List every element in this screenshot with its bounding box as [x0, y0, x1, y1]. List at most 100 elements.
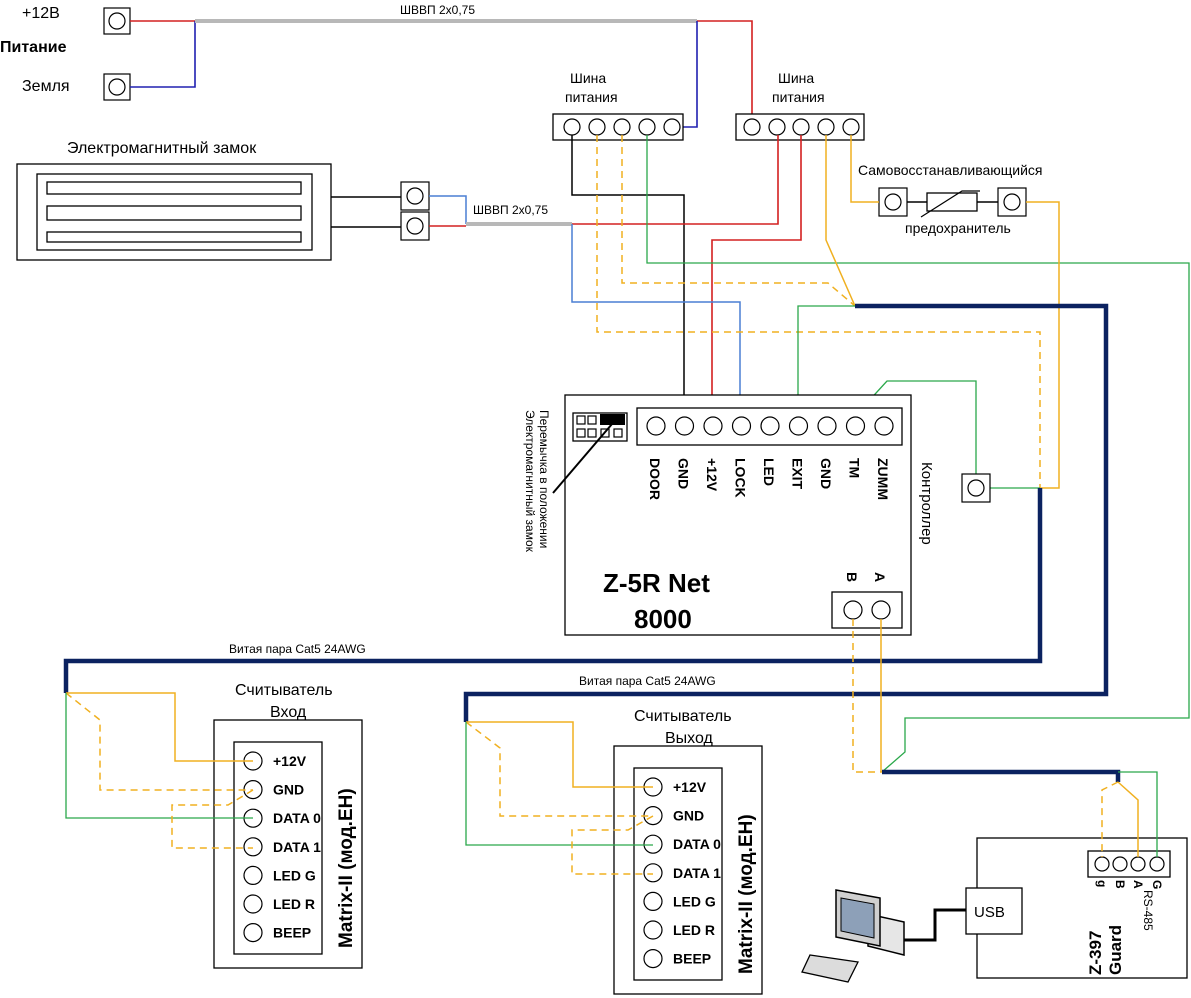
bus-left-label-2: питания [565, 89, 618, 105]
terminal-screw [406, 217, 424, 235]
terminal-screw [406, 187, 424, 205]
guard-name-2: Guard [1106, 925, 1125, 975]
guard-name-1: Z-397 [1086, 931, 1105, 975]
guard-rs485-label: RS-485 [1141, 890, 1155, 931]
controller-pin-terminal [646, 416, 666, 436]
terminal-screw [843, 600, 863, 620]
wire-blue [429, 195, 467, 224]
electromagnetic-lock: Электромагнитный замок [16, 140, 332, 261]
controller-pin-label: +12V [704, 458, 720, 492]
reader-out-pin-label: DATA 0 [673, 836, 721, 852]
wire-red [697, 20, 753, 125]
controller-pin-label: DOOR [647, 458, 663, 500]
terminal-screw [817, 118, 835, 136]
guard-pin-g: g [1095, 880, 1109, 887]
jumper-pointer [552, 423, 613, 494]
reader-in-pin-terminal [243, 894, 263, 914]
power-plus12-label: +12В [22, 5, 60, 22]
wire-yellow-dashed [621, 135, 856, 307]
wire-yellow-dashed [171, 789, 254, 849]
wire-red [572, 135, 779, 225]
jumper-label-1: Перемычка в положении [537, 410, 551, 548]
terminal-screw [1130, 856, 1146, 872]
controller-pin-label: GND [676, 458, 692, 489]
wire-green [465, 722, 653, 846]
jumper-pin [576, 415, 586, 425]
computer-icon [801, 889, 966, 983]
z397-guard: USB g B A G RS-485 Guard Z-397 [965, 837, 1188, 979]
terminal-screw [613, 118, 631, 136]
power-supply: +12В Питание Земля [0, 5, 131, 101]
wire-black [571, 135, 685, 416]
terminal-screw [884, 193, 902, 211]
wire-yellow [850, 135, 879, 203]
terminal-screw [1003, 193, 1021, 211]
reader-out-pin-terminal [643, 891, 663, 912]
reader-out-pin-label: GND [673, 808, 704, 824]
computer-screen [840, 897, 875, 939]
controller-name-2: 8000 [634, 604, 692, 634]
reader-out-pin-terminal [643, 920, 663, 940]
wire-green [1118, 771, 1158, 857]
reader-in-pin-label: BEEP [273, 925, 311, 941]
reader-out-pin-label: LED G [673, 893, 716, 909]
cable-cat5-out-label: Витая пара Cat5 24AWG [579, 674, 716, 688]
wire-yellow-dashed [465, 721, 653, 817]
guard-usb-port [965, 887, 1023, 935]
jumper-pin [587, 428, 597, 438]
controller-pin-terminal [845, 416, 866, 436]
power-ground-label: Земля [22, 78, 70, 95]
controller-ab-block [831, 591, 903, 629]
cable-cat5-in [63, 488, 1043, 693]
reader-in-pin-terminal [243, 922, 263, 943]
reader-out-pin-label: +12V [673, 779, 707, 795]
terminal-screw [638, 118, 656, 136]
reader-in-title-2: Вход [270, 704, 307, 721]
wire-yellow-dashed [852, 619, 882, 773]
wire-yellow-dashed [596, 135, 1041, 488]
wire-blue [680, 21, 698, 128]
terminal-screw [663, 118, 681, 136]
reader-out-title-2: Выход [665, 730, 714, 747]
reader-out-pin-terminal [643, 948, 663, 969]
guard-pin-gnd: G [1150, 880, 1164, 889]
reader-in-pin-terminal [243, 837, 263, 857]
controller-pin-terminal [674, 416, 695, 436]
jumper-pin [613, 428, 623, 438]
wire-yellow [66, 692, 253, 762]
wire-yellow [1117, 781, 1139, 857]
reader-in-pin-label: GND [273, 782, 304, 798]
controller-pin-b: B [844, 572, 860, 582]
lock-core [46, 181, 302, 195]
reader-out-model: Matrix-II (мод.EH) [736, 814, 757, 974]
controller-pin-label: EXIT [790, 458, 806, 490]
reader-in-title-1: Считыватель [235, 682, 333, 699]
cable-rs485 [882, 769, 1121, 782]
reader-in-pin-terminal [243, 865, 263, 886]
resettable-fuse: Самовосстанавливающийся предохранитель [858, 162, 1043, 236]
terminal-screw [563, 118, 581, 136]
reader-out-title-1: Считыватель [634, 708, 732, 725]
lock-core [46, 231, 302, 243]
controller-name-1: Z-5R Net [603, 568, 710, 598]
terminal-screw [108, 78, 126, 96]
wire-yellow-dashed [571, 815, 654, 875]
terminal-screw [743, 118, 761, 136]
power-bus-left: Шина питания [552, 70, 684, 141]
usb-cable [900, 908, 966, 942]
wire-blue [571, 224, 741, 416]
lock-title: Электромагнитный замок [67, 140, 257, 157]
reader-in-pin-label: LED R [273, 896, 315, 912]
controller-pin-terminal [703, 416, 723, 436]
terminal-screw [1149, 856, 1165, 872]
wire-green [65, 693, 253, 819]
fuse-symbol [920, 190, 980, 218]
reader-out-pin-label: LED R [673, 922, 715, 938]
terminal-screw [967, 479, 985, 497]
reader-in-pin-label: DATA 1 [273, 839, 321, 855]
